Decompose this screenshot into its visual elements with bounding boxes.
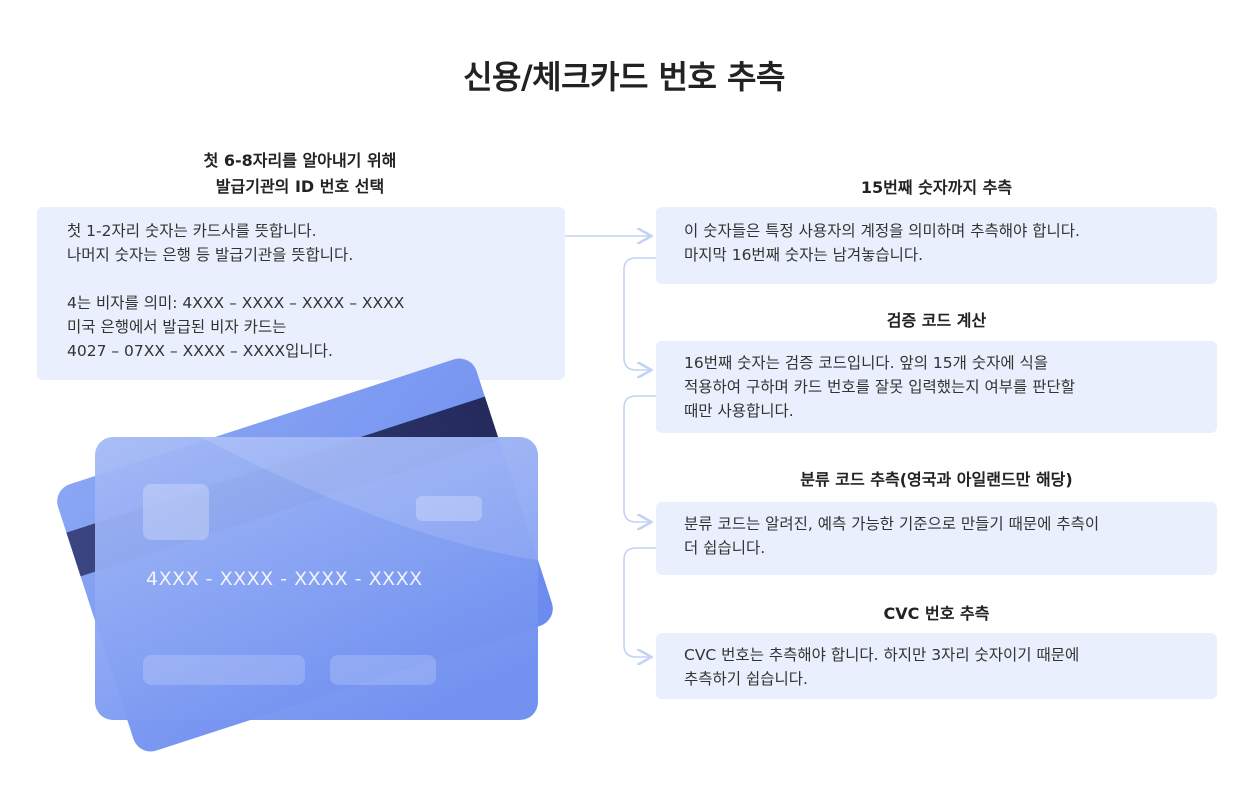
issuer-info-line: 첫 1-2자리 숫자는 카드사를 뜻합니다. [67,222,317,240]
step-box: CVC 번호는 추측해야 합니다. 하지만 3자리 숫자이기 때문에 추측하기 … [656,633,1217,699]
issuer-info-line: 4027 – 07XX – XXXX – XXXX입니다. [67,342,333,360]
arrow-step2-to-step3 [623,395,656,522]
step-text-line: 16번째 숫자는 검증 코드입니다. 앞의 15개 숫자에 식을 [684,354,1049,372]
left-heading: 첫 6-8자리를 알아내기 위해 발급기관의 ID 번호 선택 [160,148,440,200]
issuer-info-line: 미국 은행에서 발급된 비자 카드는 [67,318,287,336]
step-text-line: 때만 사용합니다. [684,402,794,420]
expiry-placeholder [330,655,436,685]
card-front [95,437,538,720]
chip-icon [143,484,209,540]
step-text-line: 더 쉽습니다. [684,539,766,557]
contactless-pad [416,496,482,521]
step-heading: 15번째 숫자까지 추측 [860,178,1013,197]
step-text-line: 추측하기 쉽습니다. [684,670,808,688]
issuer-info-line: 나머지 숫자는 은행 등 발급기관을 뜻합니다. [67,246,354,264]
step-text-line: 이 숫자들은 특정 사용자의 계정을 의미하며 추측해야 합니다. [684,222,1080,240]
arrow-step1-to-step2 [623,257,656,370]
step-box: 16번째 숫자는 검증 코드입니다. 앞의 15개 숫자에 식을 적용하여 구하… [656,341,1217,433]
issuer-info-box: 첫 1-2자리 숫자는 카드사를 뜻합니다. 나머지 숫자는 은행 등 발급기관… [37,207,565,380]
issuer-info-line: 4는 비자를 의미: 4XXX – XXXX – XXXX – XXXX [67,294,405,312]
step-text-line: 분류 코드는 알려진, 예측 가능한 기준으로 만들기 때문에 추측이 [684,515,1100,533]
step-heading: CVC 번호 추측 [883,604,990,623]
step-box: 이 숫자들은 특정 사용자의 계정을 의미하며 추측해야 합니다. 마지막 16… [656,207,1217,284]
step-heading: 검증 코드 계산 [886,311,987,330]
step-text-line: 적용하여 구하며 카드 번호를 잘못 입력했는지 여부를 판단할 [684,378,1075,396]
cardholder-name-placeholder [143,655,305,685]
left-heading-line: 발급기관의 ID 번호 선택 [215,177,385,196]
card-number: 4XXX - XXXX - XXXX - XXXX [146,568,423,590]
step-heading: 분류 코드 추측(영국과 아일랜드만 해당) [800,470,1073,489]
arrow-step3-to-step4 [623,547,656,657]
step-box: 분류 코드는 알려진, 예측 가능한 기준으로 만들기 때문에 추측이 더 쉽습… [656,502,1217,575]
page-title: 신용/체크카드 번호 추측 [463,58,785,96]
step-text-line: 마지막 16번째 숫자는 남겨놓습니다. [684,246,924,264]
step-text-line: CVC 번호는 추측해야 합니다. 하지만 3자리 숫자이기 때문에 [684,646,1080,664]
left-heading-line: 첫 6-8자리를 알아내기 위해 [203,151,397,170]
